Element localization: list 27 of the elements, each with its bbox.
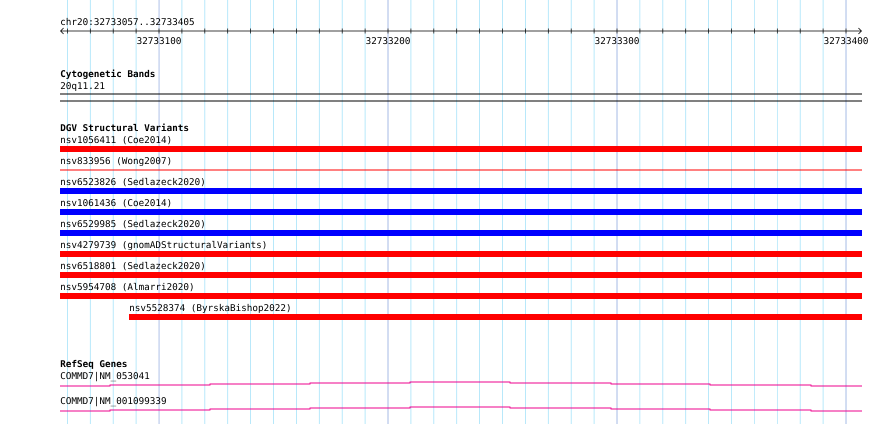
tick-label: 32733100 bbox=[137, 37, 181, 44]
node-label: nsv4279739 (gnomADStructuralVariants) bbox=[61, 240, 266, 250]
tick-label: 32733200 bbox=[366, 37, 410, 44]
variant-bar: nsv5954708 (Almarri2020) bbox=[60, 282, 862, 299]
gene-model: COMMD7|NM_001099339 bbox=[60, 396, 862, 412]
node-label: nsv5528374 (ByrskaBishop2022) bbox=[130, 304, 290, 313]
variant-bar: nsv6518801 (Sedlazeck2020) bbox=[60, 262, 862, 278]
variant-bar: nsv833956 (Wong2007) bbox=[60, 156, 862, 170]
node-label: nsv6523826 (Sedlazeck2020) bbox=[61, 178, 204, 186]
node-label: nsv6529985 (Sedlazeck2020) bbox=[61, 220, 204, 228]
variant-bar: nsv6523826 (Sedlazeck2020) bbox=[60, 178, 862, 194]
variant-bar: nsv1056411 (Coe2014) bbox=[60, 136, 862, 152]
position-label: chr20:32733057..32733405 bbox=[61, 18, 194, 26]
node-label: nsv1056411 (Coe2014) bbox=[61, 136, 170, 144]
track-title: DGV Structural Variants bbox=[60, 123, 188, 132]
gene-model: COMMD7|NM_053041 bbox=[60, 372, 862, 386]
tick-label: 32733300 bbox=[595, 37, 639, 44]
variant-bar: nsv1061436 (Coe2014) bbox=[60, 198, 862, 215]
variant-bar: nsv4279739 (gnomADStructuralVariants) bbox=[60, 240, 862, 257]
track-title: RefSeq Genes bbox=[60, 360, 127, 369]
node-label: nsv5954708 (Almarri2020) bbox=[61, 282, 193, 292]
cytoband-drawing: 20q11.21 bbox=[60, 82, 862, 102]
node-label: nsv6518801 (Sedlazeck2020) bbox=[61, 262, 204, 270]
tick-label: 32733400 bbox=[824, 37, 868, 44]
variant-bar: nsv6529985 (Sedlazeck2020) bbox=[60, 220, 862, 236]
variant-bar: nsv5528374 (ByrskaBishop2022) bbox=[129, 304, 862, 320]
node-label: nsv1061436 (Coe2014) bbox=[61, 198, 170, 208]
